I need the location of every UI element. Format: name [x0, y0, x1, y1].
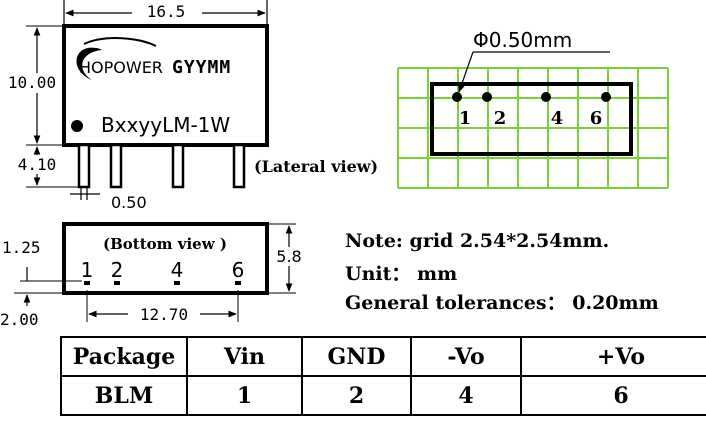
note-grid: Note: grid 2.54*2.54mm.	[345, 230, 610, 252]
height-dimension-label: 10.00	[8, 73, 56, 92]
bottom-pin-pad	[84, 281, 90, 285]
bottom-view-body	[62, 222, 269, 295]
logo-text: HOPOWER	[79, 58, 163, 77]
table-header-cell: +Vo	[520, 336, 706, 377]
width-dimension-label: 16.5	[147, 2, 186, 21]
offset-dimension-label: 1.25	[2, 238, 41, 257]
logo-swoosh-icon	[76, 47, 102, 80]
lateral-pin	[232, 143, 246, 189]
lateral-view: 16.5 HOPOWER GYYMM BxxyyLM-1W 10.00 4.10	[2, 0, 378, 212]
bottom-pin-label: 4	[171, 258, 184, 282]
package-pin-table: Package Vin GND -Vo +Vo BLM 1 2 4 6	[60, 336, 706, 416]
pin1-marker-icon	[71, 120, 83, 132]
table-cell: 4	[410, 375, 522, 416]
table-row: BLM 1 2 4 6	[60, 375, 706, 416]
hole-dimension-label: Φ0.50mm	[473, 28, 572, 52]
table-header-row: Package Vin GND -Vo +Vo	[60, 336, 706, 377]
table-cell: 2	[301, 375, 412, 416]
bottom-pin-label: 6	[232, 258, 245, 282]
bottom-height-dimension-label: 5.8	[276, 247, 301, 266]
table-cell: 1	[186, 375, 303, 416]
pin-width-label: 0.50	[111, 193, 147, 212]
date-code: GYYMM	[172, 57, 231, 78]
table-header-cell: Package	[60, 336, 188, 377]
pcb-hole	[541, 92, 551, 102]
pcb-hole	[482, 92, 492, 102]
part-number: BxxyyLM-1W	[101, 113, 230, 137]
table-cell: BLM	[60, 375, 188, 416]
table-cell: 6	[520, 375, 706, 416]
pin-span-dimension-label: 12.70	[140, 305, 188, 324]
lateral-pin	[109, 143, 123, 189]
bottom-pin-pad	[114, 281, 120, 285]
note-unit: Unit： mm	[345, 263, 458, 285]
pin-length-label: 4.10	[18, 155, 57, 174]
lateral-pin	[77, 143, 91, 189]
pcb-hole	[601, 92, 611, 102]
note-tolerance: General tolerances： 0.20mm	[345, 292, 659, 314]
bottom-pin-label: 2	[111, 258, 124, 282]
bottom-pin-pad	[174, 281, 180, 285]
lateral-pins	[77, 143, 246, 189]
pcb-pin-label: 4	[551, 108, 564, 129]
hole-leader-arrow	[458, 51, 474, 93]
pcb-grid	[397, 67, 669, 189]
bottom-pin-label: 1	[81, 258, 94, 282]
bottom-view-caption: (Bottom view )	[103, 235, 227, 253]
table-header-cell: Vin	[186, 336, 303, 377]
pcb-pin-label: 1	[459, 108, 472, 129]
pcb-pin-label: 2	[494, 108, 507, 129]
logo-arc-icon	[83, 37, 157, 47]
bottom-pin-pad	[235, 281, 241, 285]
module-body	[62, 24, 269, 147]
bottom-view: (Bottom view ) 1 2 4 6 1.25 2.00 12.70 5…	[0, 222, 306, 329]
pcb-hole	[452, 92, 462, 102]
pcb-footprint-outline	[430, 82, 633, 156]
pcb-pin-label: 6	[590, 108, 603, 129]
table-header-cell: GND	[301, 336, 412, 377]
lateral-pin	[171, 143, 185, 189]
pin-offset-dimension-label: 2.00	[0, 310, 39, 329]
lateral-view-caption: (Lateral view)	[254, 157, 378, 176]
pcb-layout: 1 2 4 6 Φ0.50mm	[397, 28, 669, 189]
table-header-cell: -Vo	[410, 336, 522, 377]
